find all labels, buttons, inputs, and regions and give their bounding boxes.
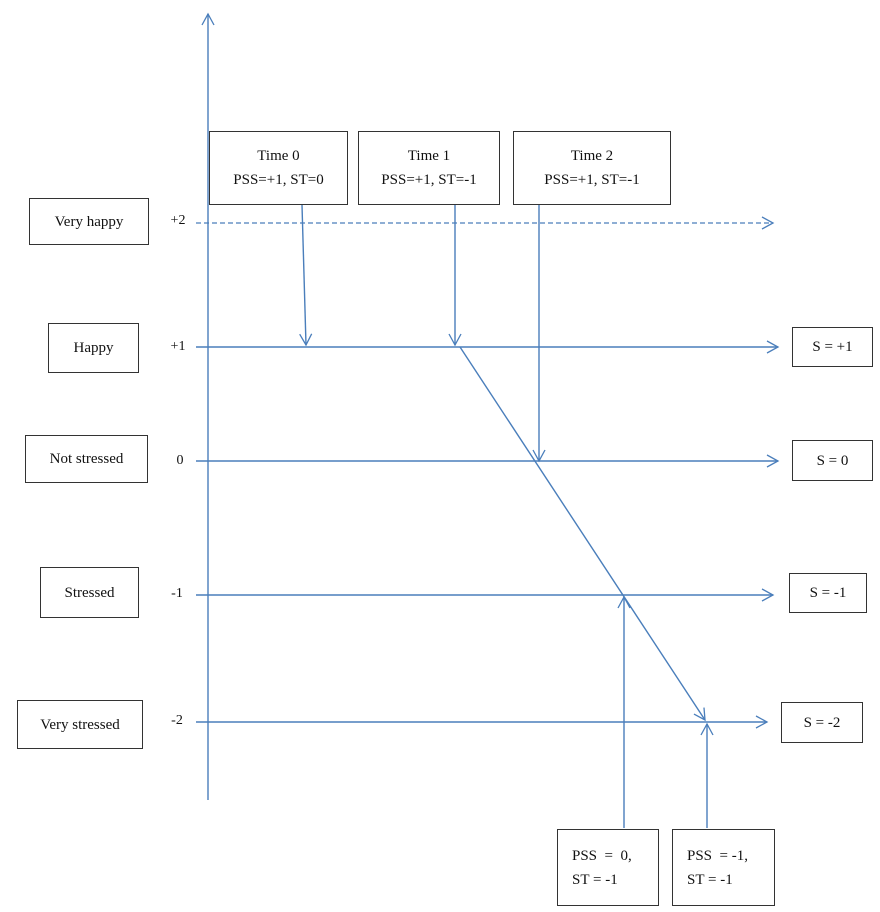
trajectory-line [459,346,706,722]
bottom-box-left: PSS = 0, ST = -1 [557,829,659,906]
time-box-2-title: Time 2 [570,148,614,164]
level-label-very-happy: Very happy [29,198,149,245]
result-box-zero: S = 0 [792,440,873,481]
level-label-not-stressed: Not stressed [25,435,148,483]
level-label-happy: Happy [48,323,139,373]
time-box-0: Time 0 PSS=+1, ST=0 [209,131,348,205]
result-box-plus1: S = +1 [792,327,873,367]
tick-label-plus1: +1 [170,339,186,354]
time-box-1-params: PSS=+1, ST=-1 [381,172,477,188]
time-box-0-params: PSS=+1, ST=0 [233,172,324,188]
tick-label-minus1: -1 [171,586,183,601]
bottom-box-right-line1: PSS = -1, [687,847,748,864]
time-box-1-title: Time 1 [407,148,451,164]
bottom-box-left-line1: PSS = 0, [572,847,632,864]
time-box-2: Time 2 PSS=+1, ST=-1 [513,131,671,205]
time-box-2-params: PSS=+1, ST=-1 [544,172,640,188]
time0-arrow [299,204,313,347]
bottom-box-left-line2: ST = -1 [572,871,618,888]
tick-label-zero: 0 [176,453,184,468]
level-label-stressed: Stressed [40,567,139,618]
result-box-minus1: S = -1 [789,573,867,613]
bottom-box-right-line2: ST = -1 [687,871,733,888]
time-box-1: Time 1 PSS=+1, ST=-1 [358,131,500,205]
result-box-minus2: S = -2 [781,702,863,743]
level-label-very-stressed: Very stressed [17,700,143,749]
tick-label-minus2: -2 [171,713,183,728]
bottom-box-right: PSS = -1, ST = -1 [672,829,775,906]
tick-label-plus2: +2 [170,213,186,228]
time-box-0-title: Time 0 [257,148,300,164]
